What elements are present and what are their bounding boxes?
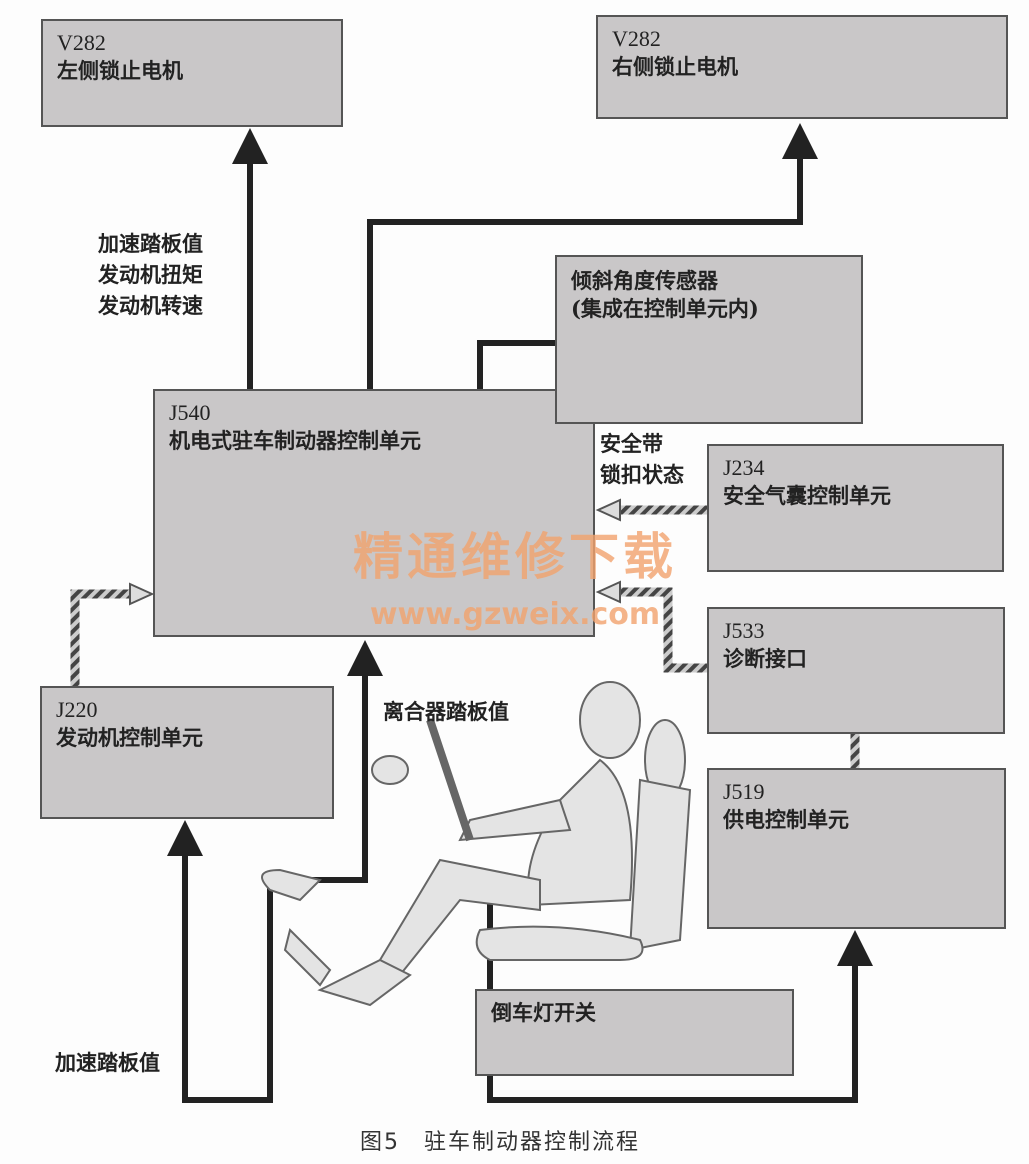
- bus-j220-to-j540: [70, 589, 130, 686]
- j540-parking-brake-control-unit-box: J540 机电式驻车制动器控制单元: [153, 389, 595, 637]
- label-line: 发动机扭矩: [98, 262, 203, 287]
- box-title: 倒车灯开关: [491, 1000, 596, 1025]
- box-code: V282: [612, 26, 661, 51]
- box-title: 倾斜角度传感器: [571, 268, 718, 293]
- box-code: J533: [723, 618, 765, 643]
- bus-j533-to-j540: [618, 587, 707, 673]
- box-title: 机电式驻车制动器控制单元: [169, 428, 421, 453]
- accelerator-pedal-label: 加速踏板值: [55, 1050, 160, 1075]
- j519-power-supply-control-unit-box: J519 供电控制单元: [707, 768, 1006, 929]
- j220-engine-control-unit-box: J220 发动机控制单元: [40, 686, 334, 819]
- label-line: 加速踏板值: [98, 231, 203, 256]
- tilt-sensor-box: 倾斜角度传感器 (集成在控制单元内): [555, 255, 863, 424]
- arrow-accelerator-to-j220: [167, 820, 273, 1103]
- seatbelt-status-label: 安全带 锁扣状态: [600, 428, 684, 490]
- v282-right-lock-motor-box: V282 右侧锁止电机: [596, 15, 1008, 119]
- box-code: J220: [56, 697, 98, 722]
- box-title: 发动机控制单元: [56, 725, 203, 750]
- box-code: J540: [169, 400, 211, 425]
- reverse-light-switch-box: 倒车灯开关: [475, 989, 794, 1076]
- box-title: 安全气囊控制单元: [723, 483, 891, 508]
- engine-signals-label: 加速踏板值 发动机扭矩 发动机转速: [98, 228, 203, 321]
- box-code: J519: [723, 779, 765, 804]
- box-title: 供电控制单元: [723, 807, 849, 832]
- driver-figure-illustration: [261, 681, 692, 1007]
- box-title: 左侧锁止电机: [57, 58, 183, 83]
- arrow-j540-to-right-motor: [367, 123, 818, 389]
- box-subtitle: (集成在控制单元内): [571, 296, 759, 321]
- figure-caption: 图5 驻车制动器控制流程: [360, 1130, 640, 1155]
- box-code: V282: [57, 30, 106, 55]
- box-title: 右侧锁止电机: [612, 54, 738, 79]
- box-title: 诊断接口: [723, 646, 807, 671]
- label-line: 锁扣状态: [600, 462, 684, 487]
- arrow-clutch-to-j540: [310, 640, 383, 883]
- bus-arrowhead-j533: [595, 580, 621, 604]
- label-line: 发动机转速: [98, 293, 203, 318]
- bus-arrowhead-j234: [595, 498, 621, 522]
- watermark-url: www.gzweix.com: [369, 597, 661, 632]
- bus-arrowhead-j220: [129, 582, 155, 606]
- label-line: 安全带: [600, 431, 663, 456]
- box-code: J234: [723, 455, 765, 480]
- j533-diagnostic-interface-box: J533 诊断接口: [707, 607, 1005, 734]
- watermark-text: 精通维修下载: [353, 528, 677, 586]
- v282-left-lock-motor-box: V282 左侧锁止电机: [41, 19, 343, 127]
- clutch-pedal-label: 离合器踏板值: [383, 699, 509, 724]
- j234-airbag-control-unit-box: J234 安全气囊控制单元: [707, 444, 1004, 572]
